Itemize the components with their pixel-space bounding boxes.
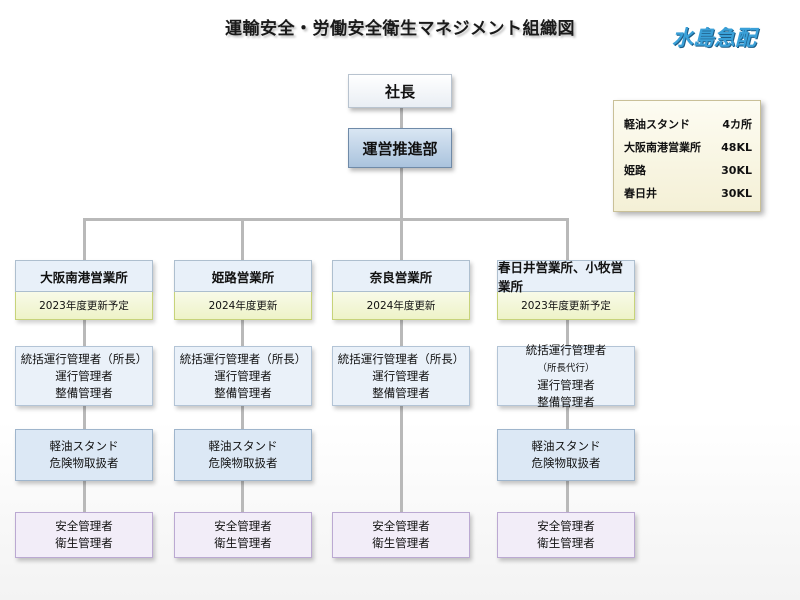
office-name: 奈良営業所 <box>332 260 470 292</box>
safety-box: 安全管理者 衛生管理者 <box>497 512 635 558</box>
role-line: 軽油スタンド <box>208 439 278 453</box>
role-line: 統括運行管理者 （所長代行） <box>498 342 634 377</box>
department-box: 運営推進部 <box>348 128 452 168</box>
role-title-suffix: （所長代行） <box>537 362 595 374</box>
fuel-stand-box: 軽油スタンド 危険物取扱者 <box>15 429 153 481</box>
info-label: 軽油スタンド <box>624 118 690 131</box>
role-line: 運行管理者 <box>214 368 272 383</box>
role-line: 統括運行管理者（所長） <box>179 351 307 366</box>
page-title: 運輸安全・労働安全衛生マネジメント組織図 <box>225 19 575 39</box>
office-name: 姫路営業所 <box>174 260 312 292</box>
managers-box: 統括運行管理者（所長） 運行管理者 整備管理者 <box>174 346 312 406</box>
role-line: 衛生管理者 <box>537 536 595 550</box>
role-line: 衛生管理者 <box>372 536 430 550</box>
info-label: 春日井 <box>624 187 657 200</box>
managers-box: 統括運行管理者 （所長代行） 運行管理者 整備管理者 <box>497 343 635 409</box>
role-line: 整備管理者 <box>372 385 430 400</box>
office-update-note: 2024年度更新 <box>174 292 312 320</box>
office-himeji: 姫路営業所 2024年度更新 <box>174 260 312 320</box>
connector-line <box>83 218 569 221</box>
managers-box: 統括運行管理者（所長） 運行管理者 整備管理者 <box>332 346 470 406</box>
role-line: 安全管理者 <box>55 519 113 533</box>
info-value: 4カ所 <box>722 118 752 131</box>
connector-line <box>400 218 403 260</box>
info-row: 大阪南港営業所 48KL <box>624 136 752 159</box>
role-line: 危険物取扱者 <box>49 456 119 470</box>
info-label: 大阪南港営業所 <box>624 141 701 154</box>
role-title: 統括運行管理者 <box>525 342 607 357</box>
safety-box: 安全管理者 衛生管理者 <box>332 512 470 558</box>
role-line: 整備管理者 <box>55 385 113 400</box>
fuel-stand-box: 軽油スタンド 危険物取扱者 <box>174 429 312 481</box>
info-row: 春日井 30KL <box>624 182 752 205</box>
info-value: 30KL <box>721 187 752 200</box>
office-update-note: 2024年度更新 <box>332 292 470 320</box>
company-logo: 水島急配 <box>672 26 756 50</box>
president-box: 社長 <box>348 74 452 108</box>
office-nara: 奈良営業所 2024年度更新 <box>332 260 470 320</box>
info-row: 軽油スタンド 4カ所 <box>624 113 752 136</box>
role-line: 安全管理者 <box>537 519 595 533</box>
fuel-stand-info: 軽油スタンド 4カ所 大阪南港営業所 48KL 姫路 30KL 春日井 30KL <box>613 100 761 212</box>
info-value: 48KL <box>721 141 752 154</box>
office-name: 春日井営業所、小牧営業所 <box>497 260 635 294</box>
connector-line <box>83 320 86 512</box>
office-name: 大阪南港営業所 <box>15 260 153 292</box>
connector-line <box>400 168 403 220</box>
role-line: 運行管理者 <box>55 368 113 383</box>
office-osaka-nanko: 大阪南港営業所 2023年度更新予定 <box>15 260 153 320</box>
connector-line <box>83 218 86 260</box>
info-label: 姫路 <box>624 164 646 177</box>
role-line: 統括運行管理者（所長） <box>337 351 465 366</box>
office-update-note: 2023年度更新予定 <box>15 292 153 320</box>
role-line: 整備管理者 <box>214 385 272 400</box>
office-kasugai-komaki: 春日井営業所、小牧営業所 2023年度更新予定 <box>497 260 635 320</box>
role-line: 危険物取扱者 <box>531 456 601 470</box>
safety-box: 安全管理者 衛生管理者 <box>15 512 153 558</box>
connector-line <box>241 320 244 512</box>
office-update-note: 2023年度更新予定 <box>497 292 635 320</box>
connector-line <box>566 320 569 512</box>
role-line: 安全管理者 <box>214 519 272 533</box>
role-line: 運行管理者 <box>372 368 430 383</box>
role-line: 軽油スタンド <box>49 439 119 453</box>
info-value: 30KL <box>721 164 752 177</box>
role-line: 統括運行管理者（所長） <box>20 351 148 366</box>
role-line: 衛生管理者 <box>214 536 272 550</box>
role-line: 危険物取扱者 <box>208 456 278 470</box>
connector-line <box>566 218 569 260</box>
role-line: 安全管理者 <box>372 519 430 533</box>
managers-box: 統括運行管理者（所長） 運行管理者 整備管理者 <box>15 346 153 406</box>
safety-box: 安全管理者 衛生管理者 <box>174 512 312 558</box>
connector-line <box>400 108 403 130</box>
fuel-stand-box: 軽油スタンド 危険物取扱者 <box>497 429 635 481</box>
role-line: 整備管理者 <box>537 394 595 409</box>
connector-line <box>400 320 403 512</box>
role-line: 軽油スタンド <box>531 439 601 453</box>
role-line: 衛生管理者 <box>55 536 113 550</box>
role-line: 運行管理者 <box>537 377 595 392</box>
connector-line <box>241 218 244 260</box>
info-row: 姫路 30KL <box>624 159 752 182</box>
